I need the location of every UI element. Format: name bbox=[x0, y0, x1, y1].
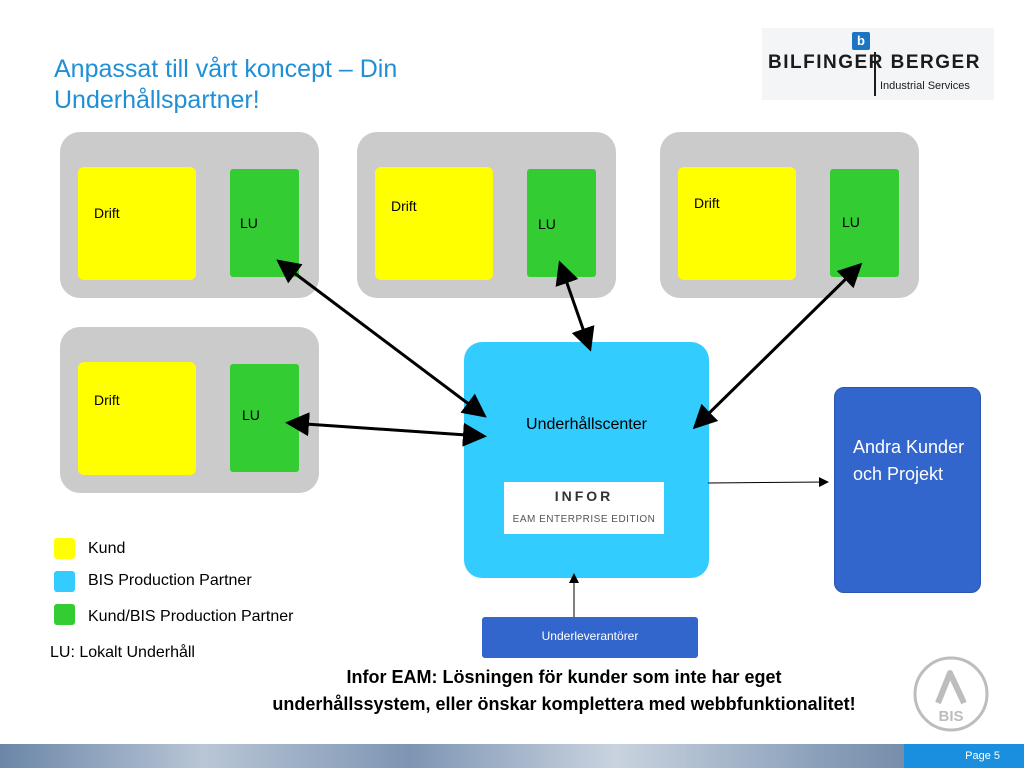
site-group-1: Drift LU bbox=[60, 132, 319, 298]
legend-label-customer: Kund bbox=[88, 540, 126, 557]
site-group-4: Drift LU bbox=[60, 327, 319, 493]
maintenance-center-box: Underhållscenter INFOR EAM ENTERPRISE ED… bbox=[464, 342, 709, 578]
bis-logo-text: BIS bbox=[938, 708, 963, 725]
logo-name: BILFINGER BERGER bbox=[768, 52, 981, 73]
drift-box: Drift bbox=[678, 167, 796, 280]
footer-banner bbox=[0, 744, 1024, 768]
arrow-group2-center bbox=[555, 260, 595, 352]
arrow-group4-center bbox=[285, 412, 487, 447]
subcontractors-box: Underleverantörer bbox=[482, 617, 698, 658]
lu-box: LU bbox=[230, 169, 299, 277]
lu-note: LU: Lokalt Underhåll bbox=[50, 644, 195, 661]
bilfinger-berger-logo: b BILFINGER BERGER Industrial Services bbox=[762, 28, 994, 100]
legend-swatch-customer bbox=[54, 538, 75, 559]
other-customers-label: Andra Kunder och Projekt bbox=[853, 437, 965, 484]
logo-divider bbox=[874, 52, 876, 96]
legend-label-bis: BIS Production Partner bbox=[88, 572, 252, 589]
legend-swatch-customer-bis bbox=[54, 604, 75, 625]
lu-box: LU bbox=[527, 169, 596, 277]
infor-logo-text: INFOR bbox=[554, 488, 614, 504]
arrow-group1-center bbox=[276, 259, 487, 418]
logo-subtitle: Industrial Services bbox=[880, 80, 970, 92]
page-title: Anpassat till vårt koncept – Din Underhå… bbox=[54, 55, 398, 114]
legend-label-customer-bis: Kund/BIS Production Partner bbox=[88, 608, 294, 625]
logo-badge-icon: b bbox=[852, 32, 870, 50]
infor-subtitle: EAM ENTERPRISE EDITION bbox=[512, 514, 656, 525]
arrow-group3-center bbox=[692, 262, 863, 430]
drift-box: Drift bbox=[78, 362, 196, 475]
caption: Infor EAM: Lösningen för kunder som inte… bbox=[272, 667, 856, 714]
bis-logo-icon: BIS bbox=[913, 656, 989, 732]
lu-box: LU bbox=[830, 169, 899, 277]
infor-eam-logo: INFOR EAM ENTERPRISE EDITION bbox=[504, 482, 664, 534]
arrow-center-other bbox=[707, 477, 829, 488]
page-number: Page 5 bbox=[904, 744, 1024, 768]
drift-box: Drift bbox=[78, 167, 196, 280]
center-label: Underhållscenter bbox=[526, 416, 647, 433]
legend-swatch-bis bbox=[54, 571, 75, 592]
